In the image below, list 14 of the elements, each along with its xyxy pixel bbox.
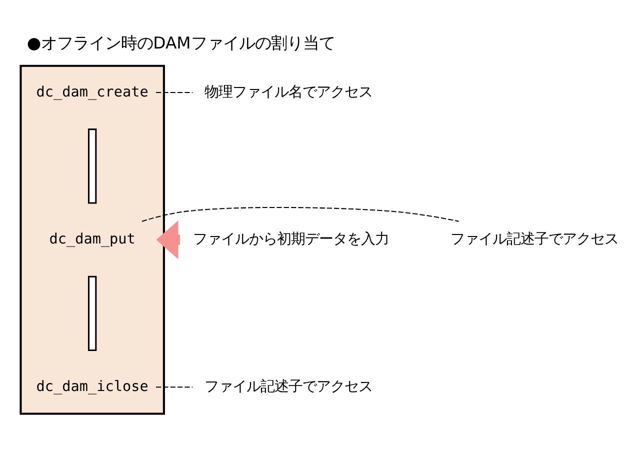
- node-text: 物理ファイル名でアクセス: [204, 84, 373, 100]
- cluster: [20, 64, 165, 415]
- connector: [156, 92, 193, 93]
- node-text: ファイル記述子でアクセス: [204, 378, 373, 395]
- node-bar: [88, 128, 97, 204]
- connector: [156, 386, 193, 388]
- node-text: ファイルから初期データを入力: [192, 232, 389, 248]
- node-text: dc_dam_iclose: [36, 378, 148, 395]
- node-text: dc_dam_put: [49, 232, 136, 248]
- node-bar: [88, 276, 97, 352]
- node-text: ファイル記述子でアクセス: [450, 232, 618, 248]
- diagram-title: ●オフライン時のDAMファイルの割り当て: [26, 33, 335, 52]
- node-text: dc_dam_create: [36, 84, 148, 100]
- connector: [142, 206, 459, 222]
